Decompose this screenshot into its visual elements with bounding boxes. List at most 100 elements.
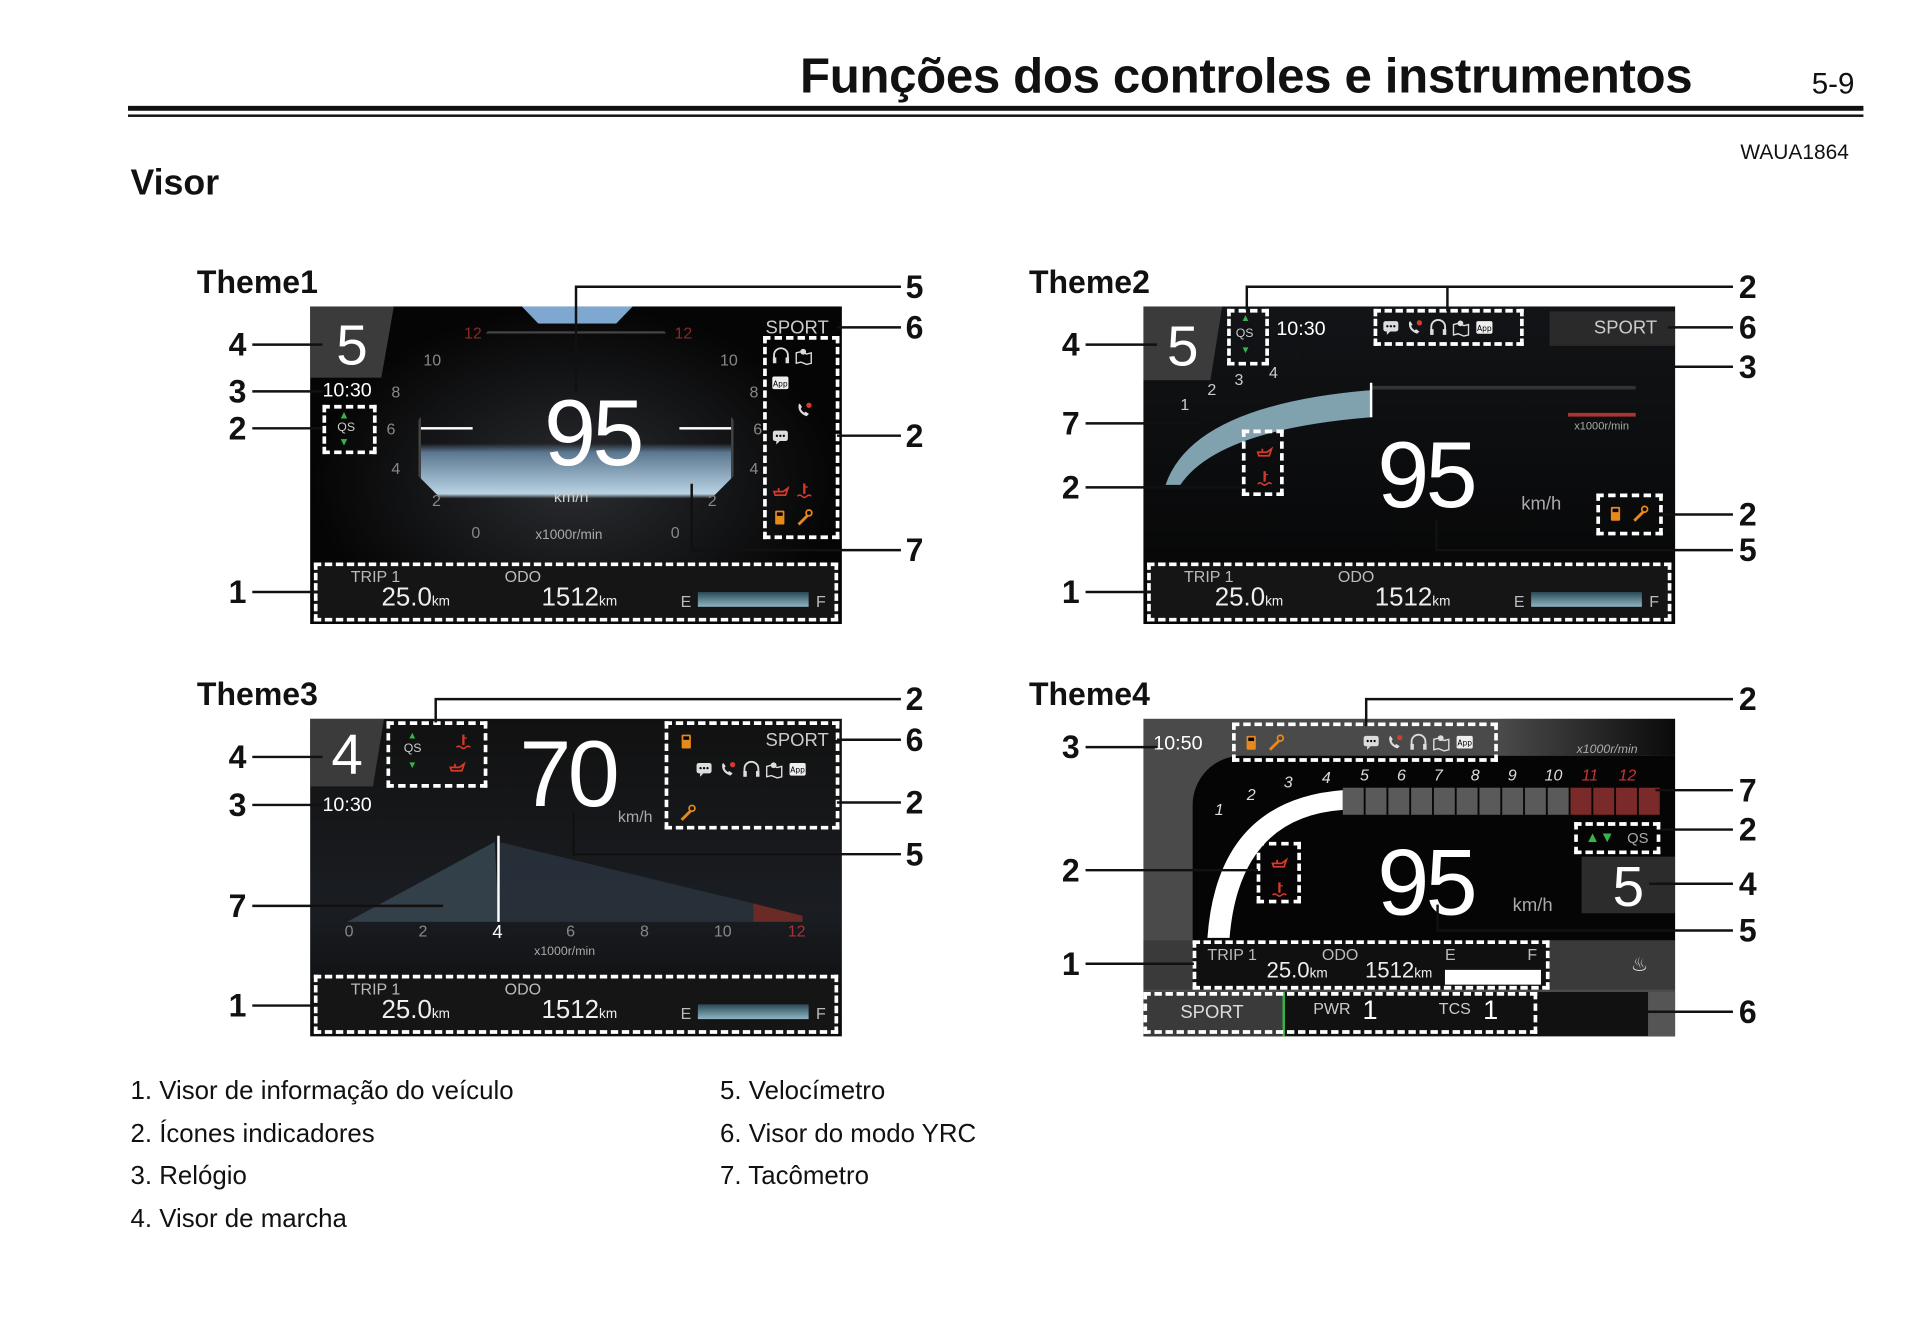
qs-label: QS — [1235, 327, 1254, 341]
tach-tick: 11 — [1581, 765, 1599, 785]
svg-text:App: App — [790, 766, 805, 775]
tach-segment — [1365, 787, 1387, 815]
tach-segment — [1456, 787, 1478, 815]
header-rule-thin — [128, 114, 1864, 117]
theme1-top-indicator — [521, 306, 633, 324]
trip-label: TRIP 1 — [350, 567, 401, 586]
message-icon — [695, 761, 713, 779]
legend-item: 4. Visor de marcha — [130, 1204, 347, 1234]
speedometer: 95 — [1377, 830, 1477, 936]
qs-indicator-box: ▲ QS ▼ — [322, 404, 377, 455]
rpm-unit: x1000r/min — [535, 528, 603, 543]
trip-number: 25.0 — [1214, 583, 1266, 612]
callout-number: 5 — [1738, 912, 1757, 949]
odo-value: 1512km — [1365, 958, 1432, 984]
tach-tick-right: 2 — [707, 491, 717, 510]
tach-tick: 10 — [1544, 765, 1563, 785]
qs-up-arrow-icon: ▲ — [1240, 312, 1251, 324]
speed-unit: km/h — [1521, 493, 1562, 515]
qs-warning-icons-box: ▲ QS ▼ — [386, 721, 488, 788]
tach-tick-left: 10 — [423, 350, 442, 370]
callout-number: 3 — [228, 786, 247, 824]
top-gradient — [1500, 718, 1676, 756]
message-icon — [772, 429, 790, 447]
rpm-unit: x1000r/min — [534, 945, 596, 959]
trip-label: TRIP 1 — [350, 979, 401, 999]
qs-down-arrow-icon: ▼ — [407, 759, 418, 771]
tach-segment — [1502, 787, 1524, 815]
yrc-mode: SPORT — [765, 317, 829, 339]
gear-indicator: 5 — [1581, 856, 1676, 916]
yrc-mode-box — [1143, 992, 1538, 1034]
callout-number: 1 — [1061, 573, 1080, 611]
callout-number: 6 — [905, 721, 924, 759]
tach-segment — [1547, 787, 1569, 815]
svg-text:App: App — [1457, 739, 1472, 748]
odo-value: 1512km — [542, 583, 618, 613]
legend-item: 1. Visor de informação do veículo — [130, 1076, 514, 1106]
fuel-warning-icon — [1243, 734, 1261, 752]
oil-pressure-icon — [772, 482, 790, 500]
callout-number: 4 — [1061, 326, 1080, 364]
callout-number: 5 — [905, 835, 924, 873]
coolant-temp-icon — [1270, 880, 1288, 898]
tach-segment — [1433, 787, 1455, 815]
tach-tick: 10 — [713, 921, 732, 941]
tach-tick: 6 — [566, 921, 576, 941]
tach-tick: 3 — [1283, 772, 1293, 792]
callout-number: 2 — [1061, 851, 1080, 889]
vehicle-info-display: TRIP 1 25.0km ODO 1512km E F — [313, 974, 839, 1034]
tach-segment — [1342, 787, 1364, 815]
tcs-value: 1 — [1483, 994, 1499, 1026]
tach-tick: 3 — [1234, 370, 1244, 389]
trip-number: 25.0 — [381, 995, 432, 1025]
warning-icons-box — [1241, 429, 1284, 497]
app-icon: App — [1456, 734, 1474, 752]
grip-heater-icon: ♨ — [1630, 955, 1649, 977]
yrc-mode: SPORT — [1593, 317, 1658, 339]
qs-indicator-box: ▲▼ QS — [1574, 822, 1661, 855]
odo-number: 1512 — [541, 995, 600, 1025]
app-icon: App — [789, 761, 807, 779]
tach-tick-right: 10 — [720, 350, 738, 370]
callout-number: 6 — [1738, 993, 1757, 1031]
callout-number: 5 — [905, 268, 924, 306]
clock: 10:50 — [1153, 733, 1203, 755]
headset-icon — [1409, 734, 1427, 752]
tach-tick: 12 — [787, 921, 806, 941]
tach-tick-left: 0 — [471, 523, 481, 542]
tcs-label: TCS — [1438, 999, 1471, 1018]
vehicle-info-display: TRIP 1 25.0km ODO 1512km E F — [1192, 940, 1550, 990]
phone-icon — [1406, 319, 1424, 337]
odo-label: ODO — [504, 567, 542, 586]
tach-tick-right: 8 — [749, 382, 759, 402]
odo-unit: km — [599, 1006, 618, 1022]
pwr-value: 1 — [1362, 994, 1378, 1026]
tach-tick-right: 4 — [749, 459, 759, 478]
fuel-gauge-bar — [1531, 592, 1642, 607]
message-icon — [1382, 319, 1400, 337]
trip-value: 25.0km — [382, 996, 450, 1026]
odo-label: ODO — [504, 979, 542, 999]
legend-item: 5. Velocímetro — [720, 1076, 886, 1106]
fuel-empty-label: E — [1513, 592, 1525, 611]
callout-number: 4 — [228, 326, 247, 364]
fuel-full-label: F — [1527, 945, 1538, 964]
wrench-icon — [1266, 734, 1285, 752]
callout-number: 2 — [1061, 468, 1080, 506]
indicator-icons-box: App — [664, 721, 840, 830]
fuel-warning-icon — [678, 732, 696, 750]
warning-icons-box — [1256, 841, 1301, 904]
gear-indicator: 4 — [310, 718, 385, 787]
callout-number: 1 — [228, 573, 247, 611]
qs-up-arrow-icon: ▲ — [338, 408, 350, 421]
odo-unit: km — [599, 594, 618, 610]
callout-number: 1 — [1061, 945, 1080, 983]
navigation-icon — [795, 347, 813, 366]
trip-label: TRIP 1 — [1184, 567, 1234, 586]
maintenance-icons-box — [1596, 493, 1663, 536]
theme2-label: Theme2 — [1028, 263, 1150, 301]
trip-unit: km — [1309, 966, 1328, 981]
tach-tick: 12 — [1618, 765, 1637, 785]
